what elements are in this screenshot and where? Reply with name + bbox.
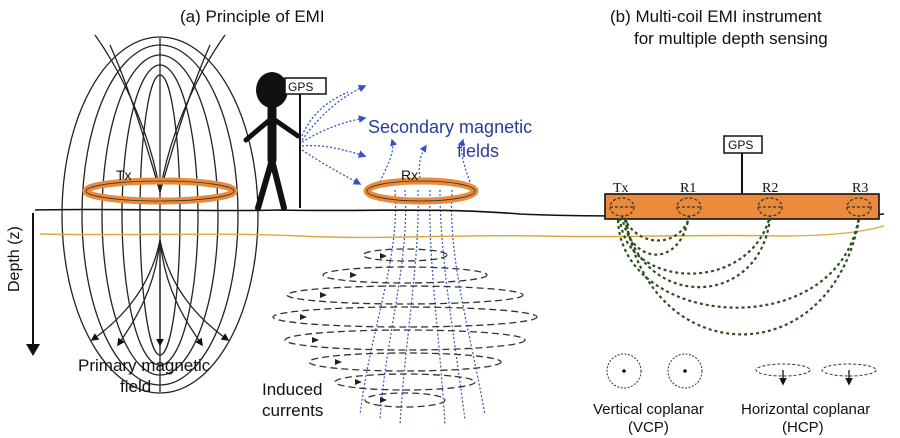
panel-a: (a) Principle of EMI Tx [6, 7, 538, 426]
hcp-abbrev: (HCP) [782, 419, 824, 436]
vcp-symbols [606, 353, 703, 389]
rx-coil [363, 177, 479, 205]
gps-label-b: GPS [728, 138, 753, 152]
induced-current-loops [272, 248, 538, 408]
vcp-abbrev: (VCP) [628, 419, 669, 436]
depth-axis [26, 213, 40, 356]
panel-a-title: (a) Principle of EMI [180, 7, 325, 26]
hcp-label: Horizontal coplanar [741, 401, 870, 418]
depth-axis-label: Depth (z) [6, 226, 23, 292]
primary-field-label-2: field [120, 377, 151, 396]
tx-label: Tx [116, 167, 132, 183]
coil-label-r1: R1 [680, 181, 696, 196]
hcp-symbols [755, 363, 877, 386]
tx-coil [82, 177, 238, 205]
coil-label-r2: R2 [762, 181, 778, 196]
rx-label: Rx [401, 167, 418, 183]
secondary-field-lines [301, 84, 367, 185]
gps-box-b [723, 135, 763, 154]
secondary-field-label-2: fields [457, 141, 499, 161]
induced-label: Induced [262, 380, 323, 399]
coil-label-r3: R3 [852, 181, 868, 196]
coil-label-tx: Tx [613, 181, 629, 196]
panel-b-subtitle: for multiple depth sensing [634, 29, 828, 48]
instrument-bar [604, 193, 880, 220]
induced-current-arrows [300, 253, 387, 403]
secondary-field-label: Secondary magnetic [368, 117, 532, 137]
operator-figure [243, 72, 327, 211]
vcp-label: Vertical coplanar [593, 401, 704, 418]
panel-b-title: (b) Multi-coil EMI instrument [610, 7, 822, 26]
gps-label-a: GPS [288, 80, 313, 94]
primary-field-lines [61, 34, 259, 394]
sensing-depth-arcs [616, 215, 861, 336]
induced-label-2: currents [262, 401, 323, 420]
panel-b: (b) Multi-coil EMI instrument for multip… [593, 7, 880, 436]
primary-field-arrows [90, 239, 230, 347]
primary-field-label: Primary magnetic [78, 356, 211, 375]
